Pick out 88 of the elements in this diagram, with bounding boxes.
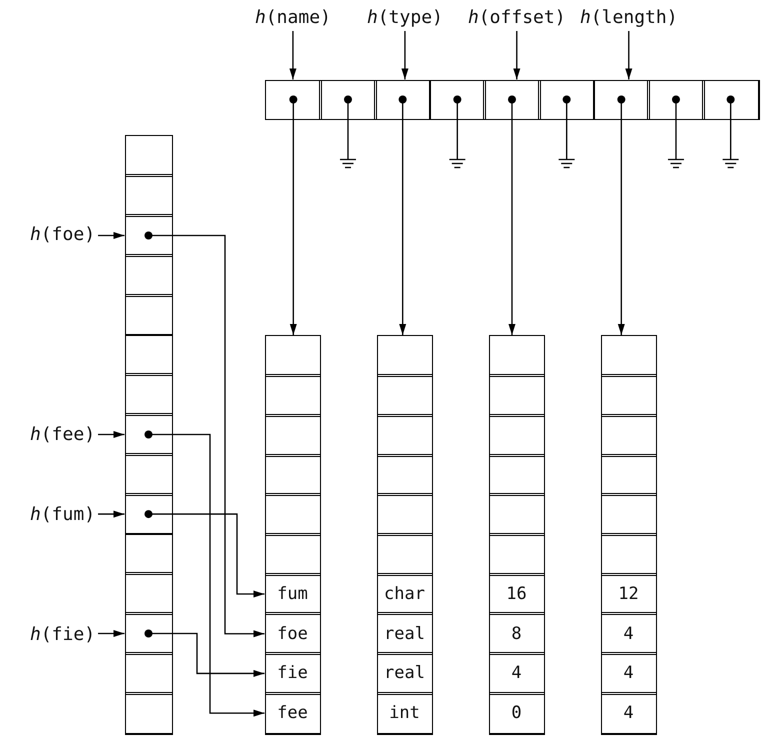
arrow <box>401 31 408 80</box>
array-cell: 8 <box>488 612 544 656</box>
array-cell <box>600 414 656 457</box>
array-cell: real <box>376 612 432 656</box>
array-cell <box>600 374 656 417</box>
pointer-arrow <box>617 96 626 335</box>
hash-label: h(foe) <box>30 224 96 246</box>
arrow <box>98 630 124 637</box>
pointer-arrow <box>144 232 264 638</box>
hash-label: h(offset) <box>468 7 566 29</box>
pointer-arrow <box>144 430 264 717</box>
array-cell <box>647 80 705 120</box>
array-cell: 4 <box>600 652 656 695</box>
array-cell: 12 <box>600 572 656 616</box>
array-cell <box>124 294 172 336</box>
array-cell <box>600 533 656 576</box>
array-cell: char <box>376 572 432 616</box>
array-cell: int <box>376 692 432 734</box>
array-cell <box>319 80 377 120</box>
array-cell: 16 <box>488 572 544 616</box>
pointer-arrow <box>144 510 264 598</box>
array-cell: foe <box>264 612 320 656</box>
array-cell: fie <box>264 652 320 695</box>
array-cell <box>124 492 172 536</box>
array-cell <box>124 692 172 734</box>
array-cell <box>124 254 172 297</box>
arrow <box>625 31 632 80</box>
pointer-array <box>265 80 760 120</box>
array-cell <box>124 174 172 218</box>
array-column <box>601 335 657 735</box>
array-cell <box>538 80 596 120</box>
array-cell: real <box>376 652 432 695</box>
arrow <box>98 510 124 518</box>
array-cell: fee <box>264 692 320 734</box>
array-cell <box>264 374 320 417</box>
array-cell <box>124 652 172 695</box>
hash-label: h(fie) <box>30 624 96 646</box>
array-cell <box>488 414 544 457</box>
pointer-arrow <box>508 96 516 335</box>
array-cell: fum <box>264 572 320 616</box>
arrow <box>98 431 124 438</box>
array-cell: 4 <box>600 692 656 734</box>
pointer-arrow <box>144 630 264 677</box>
array-cell <box>488 374 544 417</box>
array-cell: 4 <box>600 612 656 656</box>
array-cell <box>488 454 544 496</box>
array-cell <box>124 612 172 655</box>
hash-label: h(fum) <box>30 504 96 526</box>
array-cell <box>376 533 432 576</box>
array-cell <box>702 80 760 120</box>
array-cell <box>428 80 486 120</box>
array-cell <box>124 214 172 257</box>
array-cell <box>592 80 650 120</box>
hash-label: h(name) <box>255 7 331 29</box>
array-cell <box>264 414 320 457</box>
array-cell <box>264 493 320 536</box>
hash-label: h(length) <box>580 7 678 29</box>
array-cell: 0 <box>488 692 544 734</box>
array-cell <box>488 533 544 576</box>
arrow <box>289 31 296 80</box>
pointer-arrow <box>289 96 298 335</box>
array-cell: 4 <box>488 652 544 695</box>
array-cell <box>124 532 172 576</box>
array-column <box>377 335 433 735</box>
array-cell <box>374 80 432 120</box>
pointer-arrow <box>398 96 407 335</box>
arrow <box>513 31 520 80</box>
array-cell <box>264 454 320 496</box>
array-cell <box>376 374 432 417</box>
array-cell <box>600 454 656 496</box>
array-cell <box>376 414 432 457</box>
array-cell <box>124 572 172 616</box>
arrow <box>98 232 124 239</box>
array-cell <box>600 493 656 536</box>
array-column <box>125 135 173 735</box>
array-cell <box>124 452 172 496</box>
array-cell <box>264 533 320 576</box>
array-cell <box>376 454 432 496</box>
hash-label: h(fee) <box>30 424 96 446</box>
array-cell <box>376 493 432 536</box>
array-column <box>489 335 545 735</box>
hash-label: h(type) <box>367 7 443 29</box>
array-cell <box>124 373 172 416</box>
array-cell <box>124 334 172 376</box>
array-cell <box>488 493 544 536</box>
array-column <box>265 335 321 735</box>
array-cell <box>124 413 172 456</box>
array-cell <box>483 80 541 120</box>
